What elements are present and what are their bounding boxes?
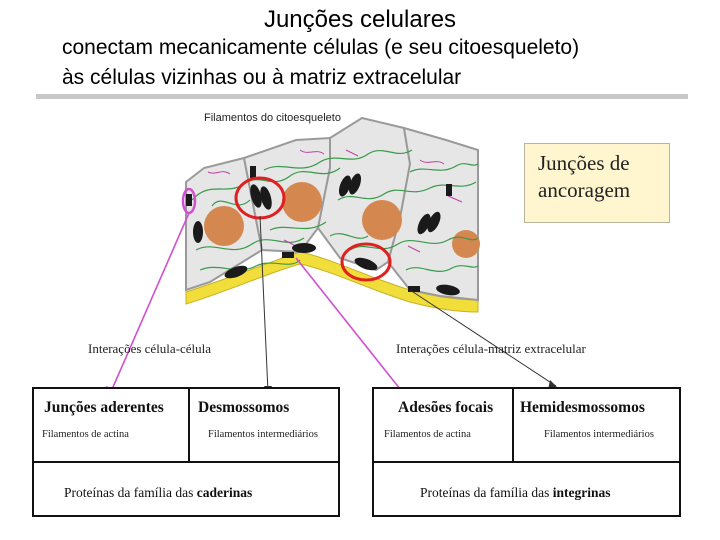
nucleus-4 bbox=[452, 230, 480, 258]
anchoring-junctions-label: Junções de ancoragem bbox=[538, 151, 631, 202]
pointer-hemidesmosome bbox=[409, 289, 557, 387]
table-cell-adherens: Junções aderentes Filamentos de actina bbox=[32, 387, 190, 463]
adherens-junctions-heading: Junções aderentes bbox=[44, 399, 164, 416]
tight-junction-3 bbox=[446, 184, 452, 196]
desmosome-plaque-4 bbox=[348, 173, 362, 195]
desmosomes-heading: Desmossomos bbox=[198, 399, 290, 416]
hemidesmosome-3 bbox=[354, 257, 378, 271]
hemidesmosomes-heading: Hemidesmossomos bbox=[520, 399, 645, 416]
table-cell-hemidesmosomes: Hemidesmossomos Filamentos intermediário… bbox=[512, 387, 681, 463]
cell-matrix-caption: Interações célula-matriz extracelular bbox=[396, 341, 586, 356]
cadherins-family: caderinas bbox=[196, 485, 253, 500]
tight-junction-1 bbox=[186, 194, 192, 206]
slide-title: Junções celulares bbox=[263, 6, 457, 33]
integrins-text: Proteínas da família das integrinas bbox=[420, 485, 610, 501]
nucleus-2 bbox=[282, 182, 322, 222]
hemidesmosome-2 bbox=[292, 243, 316, 253]
focal-adhesion-mark bbox=[282, 252, 294, 258]
pointer-adherens bbox=[109, 212, 190, 395]
actin-filaments bbox=[207, 149, 463, 253]
table-cell-integrins: Proteínas da família das integrinas bbox=[372, 461, 681, 517]
filaments-label: Filamentos do citoesqueleto bbox=[204, 112, 341, 124]
subtitle-line-1: conectam mecanicamente células (e seu ci… bbox=[62, 36, 580, 59]
hemidesmosome-4 bbox=[436, 284, 460, 296]
cadherins-prefix: Proteínas da família das bbox=[64, 485, 194, 500]
hemidesmosomes-filament-label: Filamentos intermediários bbox=[544, 429, 654, 440]
desmosome-plaque-5 bbox=[417, 213, 431, 235]
integrins-prefix: Proteínas da família das bbox=[420, 485, 550, 500]
anchoring-junctions-box bbox=[524, 143, 670, 223]
highlight-hemidesmosome bbox=[340, 242, 392, 282]
desmosome-plaque-2 bbox=[260, 186, 272, 210]
cell-cell-caption: Interações célula-célula bbox=[88, 341, 212, 356]
cadherins-text: Proteínas da família das caderinas bbox=[64, 485, 252, 501]
table-cell-cadherins: Proteínas da família das caderinas bbox=[32, 461, 340, 517]
junction-plaques bbox=[186, 166, 460, 296]
desmosomes-filament-label: Filamentos intermediários bbox=[208, 429, 318, 440]
focal-adhesions-filament-label: Filamentos de actina bbox=[384, 429, 471, 440]
title-divider bbox=[36, 94, 688, 99]
adherens-plaque-1 bbox=[193, 221, 203, 243]
nucleus-3 bbox=[362, 200, 402, 240]
basal-mark bbox=[408, 286, 420, 292]
desmosome-plaque-1 bbox=[250, 184, 262, 208]
cytoskeleton-filaments bbox=[191, 149, 478, 273]
nucleus-1 bbox=[204, 206, 244, 246]
integrins-family: integrinas bbox=[552, 485, 611, 500]
table-cell-focal-adhesions: Adesões focais Filamentos de actina bbox=[372, 387, 514, 463]
table-cell-desmosomes: Desmossomos Filamentos intermediários bbox=[188, 387, 340, 463]
subtitle-line-2: às células vizinhas ou à matriz extracel… bbox=[62, 66, 462, 89]
tight-junction-2 bbox=[250, 166, 256, 178]
desmosome-plaque-6 bbox=[427, 211, 441, 233]
pointer-focal-adhesion bbox=[295, 257, 405, 395]
adherens-filament-label: Filamentos de actina bbox=[42, 429, 129, 440]
desmosome-plaque-3 bbox=[338, 175, 352, 197]
hemidesmosome-1 bbox=[224, 265, 248, 279]
pointer-desmosome bbox=[259, 215, 269, 393]
focal-adhesions-heading: Adesões focais bbox=[398, 399, 494, 416]
